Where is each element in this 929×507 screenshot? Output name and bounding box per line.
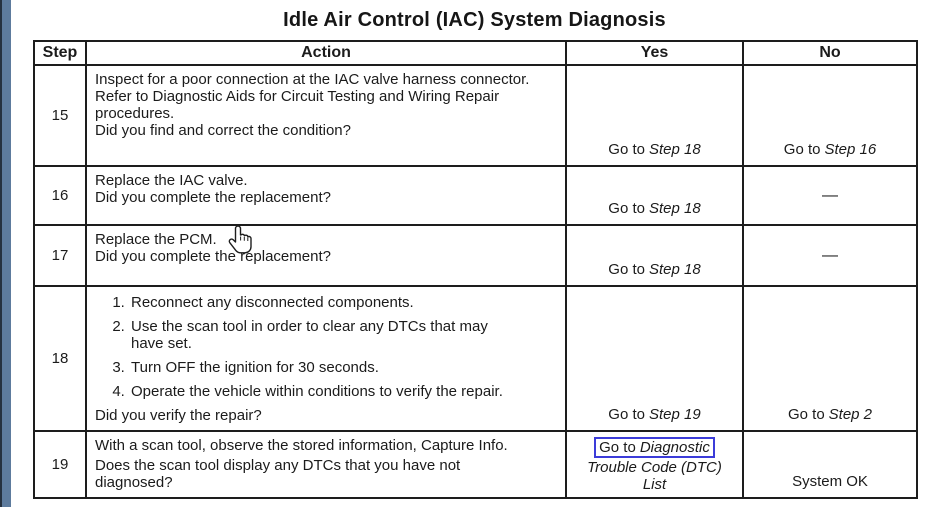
list-item: Reconnect any disconnected components. — [129, 294, 559, 311]
list-item: Turn OFF the ignition for 30 seconds. — [129, 359, 559, 376]
page-title: Idle Air Control (IAC) System Diagnosis — [283, 9, 666, 31]
question-text: Did you find and correct the condition? — [95, 122, 351, 139]
step-number: 15 — [33, 64, 87, 167]
goto-label: Go to — [783, 141, 821, 158]
link-step-18[interactable]: Step 18 — [648, 261, 701, 278]
action-text: Replace the PCM. — [95, 231, 217, 248]
goto-label: Go to — [608, 141, 645, 158]
question-text: Did you verify the repair? — [95, 407, 262, 424]
goto-label: Go to — [608, 261, 645, 278]
table-row-step-16: 16 Replace the IAC valve. Did you comple… — [33, 165, 918, 226]
link-dtc-list[interactable]: Diagnostic — [639, 438, 710, 456]
goto-label: Go to — [608, 406, 645, 423]
action-text: Replace the IAC valve. — [95, 172, 248, 189]
hand-cursor-icon — [228, 225, 252, 254]
column-header-no: No — [742, 40, 918, 66]
table-row-step-19: 19 With a scan tool, observe the stored … — [33, 430, 918, 499]
table-row-step-18: 18 Reconnect any disconnected components… — [33, 285, 918, 432]
column-header-yes: Yes — [565, 40, 744, 66]
action-text: Inspect for a poor connection at the IAC… — [95, 71, 530, 122]
diagnosis-table: Step Action Yes No 15 Inspect for a poor… — [33, 40, 918, 499]
table-row-step-17: 17 Replace the PCM. Did you complete the… — [33, 224, 918, 287]
left-window-edge — [0, 0, 11, 507]
no-result-dash: — — [742, 224, 918, 287]
column-header-action: Action — [85, 40, 567, 66]
list-item: Operate the vehicle within conditions to… — [129, 383, 559, 400]
question-text: Does the scan tool display any DTCs that… — [95, 457, 461, 491]
no-result: System OK — [792, 473, 868, 490]
step-number: 19 — [33, 430, 87, 499]
goto-label: Go to — [608, 200, 645, 217]
no-result-dash: — — [742, 165, 918, 226]
table-row-step-15: 15 Inspect for a poor connection at the … — [33, 64, 918, 167]
step-number: 17 — [33, 224, 87, 287]
question-text: Did you complete the replacement? — [95, 248, 331, 265]
goto-label: Go to — [787, 406, 825, 423]
step-number: 16 — [33, 165, 87, 226]
header-row: Step Action Yes No — [33, 40, 918, 66]
link-step-18[interactable]: Step 18 — [648, 200, 701, 217]
link-step-18[interactable]: Step 18 — [648, 141, 701, 158]
link-step-16[interactable]: Step 16 — [824, 141, 877, 158]
action-text: With a scan tool, observe the stored inf… — [95, 437, 508, 454]
action-numbered-list: Reconnect any disconnected components. U… — [95, 294, 559, 407]
goto-label: Go to — [599, 438, 636, 456]
list-item: Use the scan tool in order to clear any … — [129, 318, 559, 352]
step-number: 18 — [33, 285, 87, 432]
link-step-2[interactable]: Step 2 — [828, 406, 873, 423]
question-text: Did you complete the replacement? — [95, 189, 331, 206]
link-step-19[interactable]: Step 19 — [648, 406, 701, 423]
column-header-step: Step — [33, 40, 87, 66]
